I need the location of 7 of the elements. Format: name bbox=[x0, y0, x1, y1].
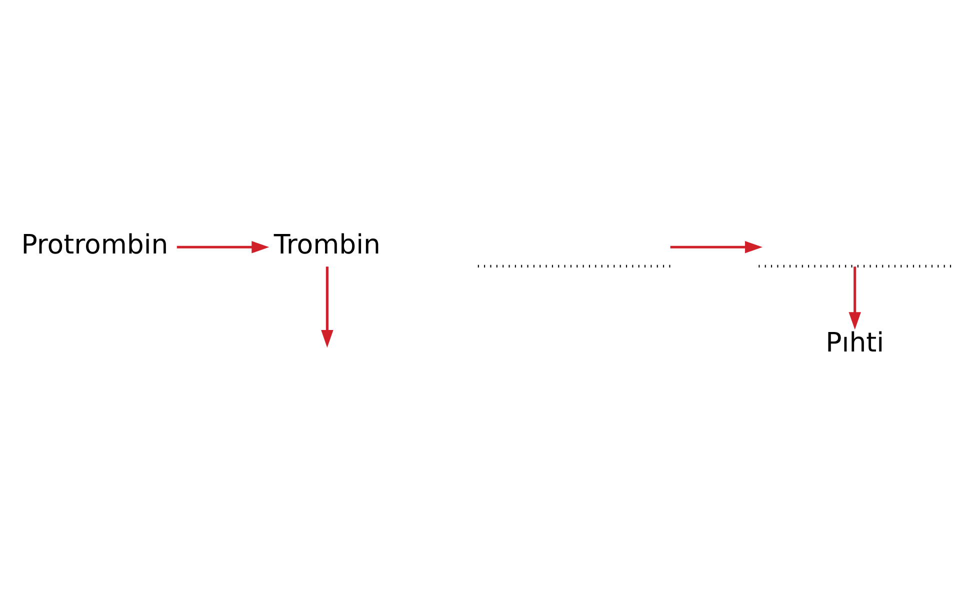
node-text: Pıhti bbox=[826, 327, 884, 358]
arrow bbox=[848, 266, 861, 330]
node-text: Trombin bbox=[274, 230, 380, 261]
arrow bbox=[321, 266, 334, 348]
arrow bbox=[176, 241, 270, 254]
arrow bbox=[670, 241, 762, 254]
node-text: Protrombin bbox=[21, 230, 168, 261]
